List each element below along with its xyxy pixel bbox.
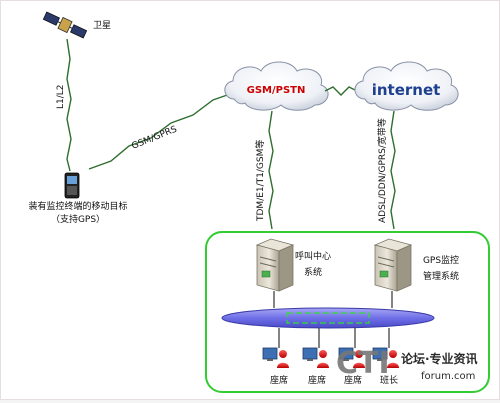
agent-workstation-icon [338,347,365,368]
seat-label: 班长 [380,374,398,386]
agent-workstation-icon [262,347,289,368]
gps-server-label-line2: 管理系统 [423,270,459,282]
satellite-link-line [66,38,72,172]
seat-label: 座席 [308,374,326,386]
watermark-tagline: 论坛·专业资讯 [401,351,478,366]
watermark: CTI 论坛·专业资讯 forum.com [336,346,478,382]
mobile-caption-line1: 装有监控终端的移动目标 [28,200,127,212]
call-center-link-label: TDM/E1/T1/GSM等 [254,140,266,222]
lan-enclosure [205,231,490,393]
cloud-to-cloud-link-line [324,86,358,96]
gps-server-link-line [390,110,396,230]
gps-server-label-line1: GPS监控 [423,254,459,266]
watermark-site: forum.com [421,371,475,382]
mobile-gsm-link-line [88,92,234,170]
agent-workstation-icon [372,347,399,368]
internet-cloud [354,61,459,111]
satellite-label: 卫星 [93,20,111,31]
mobile-gsm-link-label: GSM/GPRS [130,124,178,151]
satellite-icon [42,11,88,39]
satellite-link-label: L1/L2 [56,84,66,109]
internet-cloud-label: internet [372,81,441,99]
gps-server-link-label: ADSL/DDN/GPRS/宽带等 [376,118,388,223]
gps-server-icon [373,238,413,292]
gsm-pstn-cloud [224,61,329,111]
lan-bus [221,307,435,329]
agent-workstation-icon [302,347,329,368]
call-center-link-line [268,110,274,230]
call-center-server-icon [255,238,295,292]
mobile-phone-icon [64,172,80,199]
watermark-logo: CTI [336,346,390,381]
mobile-caption-line2: （支持GPS） [51,213,105,225]
seat-label: 座席 [270,374,288,386]
seat-label: 座席 [344,374,362,386]
call-center-server-label-line2: 系统 [304,266,322,278]
gsm-pstn-cloud-label: GSM/PSTN [247,85,306,96]
call-center-server-label-line1: 呼叫中心 [295,250,331,262]
